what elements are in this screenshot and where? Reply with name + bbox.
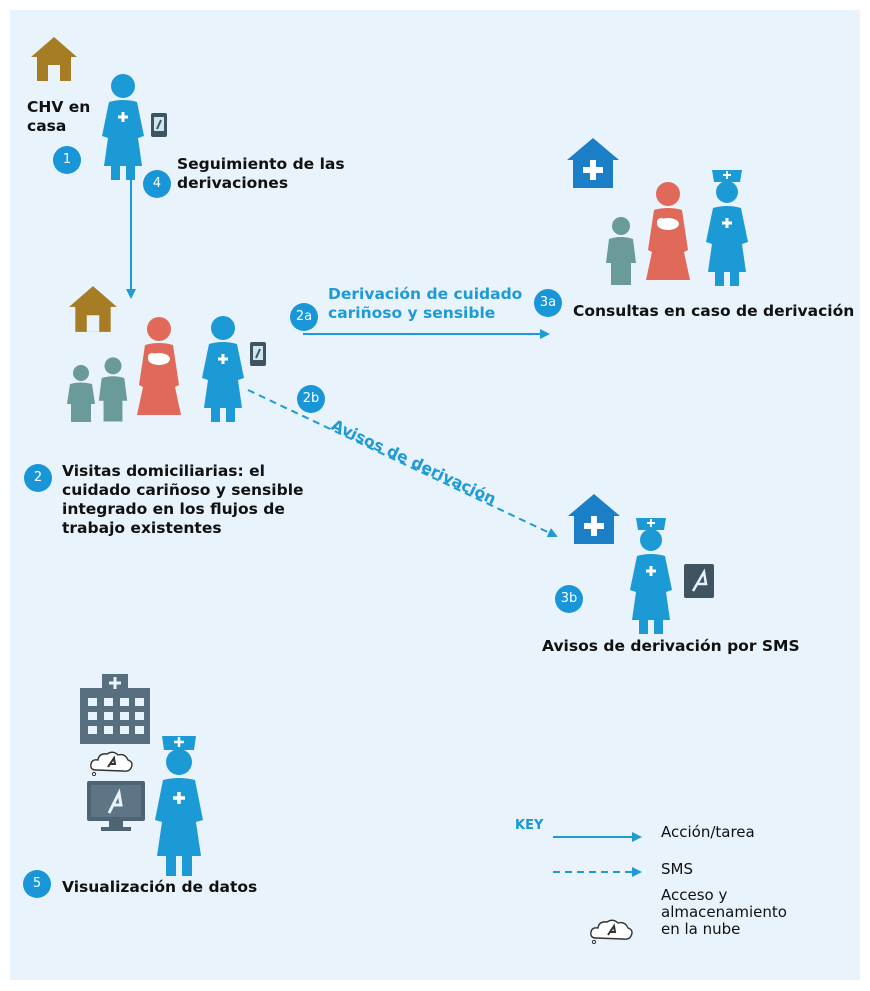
mother-icon [137,317,181,415]
key-sms-label: SMS [661,860,693,878]
hospital-icon [568,494,620,544]
child-icon [67,365,95,422]
nurse-icon [630,518,672,634]
nurse-icon [155,736,203,876]
key-action-label: Acción/tarea [661,823,755,841]
key-title: KEY [515,818,544,833]
data-viz-label: Visualización de datos [62,878,258,896]
phone-icon [250,342,266,366]
mother-icon [646,182,690,280]
home-visits-label: Visitas domiciliarias: el cuidado cariño… [62,462,304,537]
consults-label: Consultas en caso de derivación [573,302,855,320]
cloud-icon [90,751,133,776]
step-badge-4: 4 [143,170,171,198]
house-icon [31,37,77,81]
phone-icon [684,564,714,598]
step-badge-3a: 3a [534,289,562,317]
nurse-icon [102,74,144,180]
nurse-icon [706,170,748,286]
step-badge-3b: 3b [555,585,583,613]
sms-notices-label: Avisos de derivación por SMS [542,637,800,655]
step-badge-2b: 2b [297,385,325,413]
step-badge-2: 2 [24,464,52,492]
child-icon [98,357,128,422]
phone-icon [151,113,167,137]
house-icon [69,286,117,332]
step-badge-5: 5 [23,870,51,898]
step-badge-2a: 2a [290,303,318,331]
child-icon [606,217,636,285]
step-badge-1: 1 [53,146,81,174]
nurse-icon [202,316,244,422]
arrows-layer [126,178,642,877]
hospital-icon [567,138,619,188]
arrow-sms-notice [247,389,558,538]
building-icon [80,674,150,744]
cloud-icon [590,919,633,944]
monitor-icon [87,781,145,831]
